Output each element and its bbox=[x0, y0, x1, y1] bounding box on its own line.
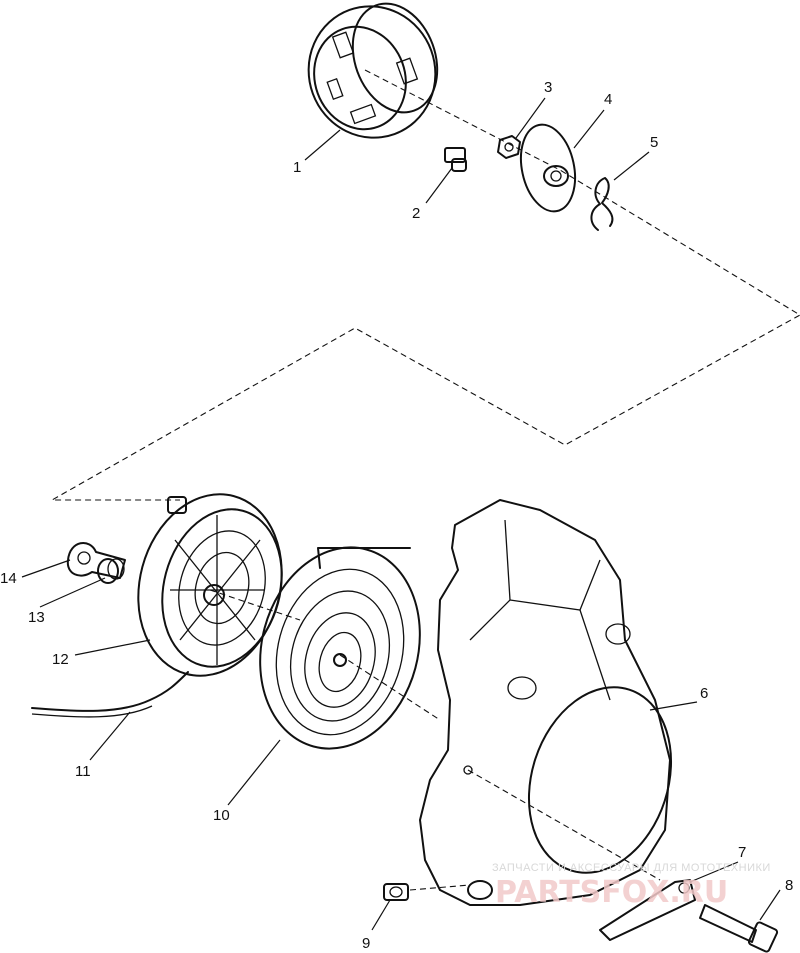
watermark-tagline: ЗАПЧАСТИ И АКСЕССУАРЫ ДЛЯ МОТОТЕХНИКИ bbox=[492, 862, 771, 874]
nut-part bbox=[497, 135, 521, 159]
callout-11: 11 bbox=[75, 763, 91, 780]
pawl-spring-part bbox=[97, 558, 125, 584]
bracket-part bbox=[599, 879, 696, 941]
starter-rope-part bbox=[31, 671, 189, 718]
housing-nut-part bbox=[383, 883, 409, 901]
callout-1: 1 bbox=[293, 159, 301, 176]
pawl-plate-part bbox=[519, 123, 577, 213]
callout-10: 10 bbox=[213, 807, 230, 824]
watermark: ЗАПЧАСТИ И АКСЕССУАРЫ ДЛЯ МОТОТЕХНИКИ PA… bbox=[492, 862, 771, 910]
callout-8: 8 bbox=[785, 877, 793, 894]
starter-housing-part bbox=[419, 499, 673, 906]
callout-7: 7 bbox=[738, 844, 746, 861]
spring-clip-part bbox=[590, 177, 614, 231]
leader-lines bbox=[21, 97, 781, 931]
callout-3: 3 bbox=[544, 79, 552, 96]
pawl-part bbox=[66, 542, 126, 579]
callout-6: 6 bbox=[700, 685, 708, 702]
callout-9: 9 bbox=[362, 935, 370, 952]
assembly-guide-lines bbox=[49, 69, 800, 891]
bolt-part bbox=[444, 147, 467, 172]
housing-bolt-part bbox=[699, 904, 779, 953]
callout-13: 13 bbox=[28, 609, 45, 626]
callout-12: 12 bbox=[52, 651, 69, 668]
pulley-part bbox=[137, 493, 283, 677]
callout-2: 2 bbox=[412, 205, 420, 222]
recoil-spring-part bbox=[259, 546, 421, 750]
callout-labels: 1 2 3 4 5 6 7 8 9 10 11 12 13 14 bbox=[0, 79, 793, 952]
callout-14: 14 bbox=[0, 570, 17, 587]
watermark-brand: PARTSFOX.RU bbox=[495, 875, 728, 910]
callout-5: 5 bbox=[650, 134, 658, 151]
callout-4: 4 bbox=[604, 91, 612, 108]
drive-cup-part bbox=[307, 2, 439, 139]
